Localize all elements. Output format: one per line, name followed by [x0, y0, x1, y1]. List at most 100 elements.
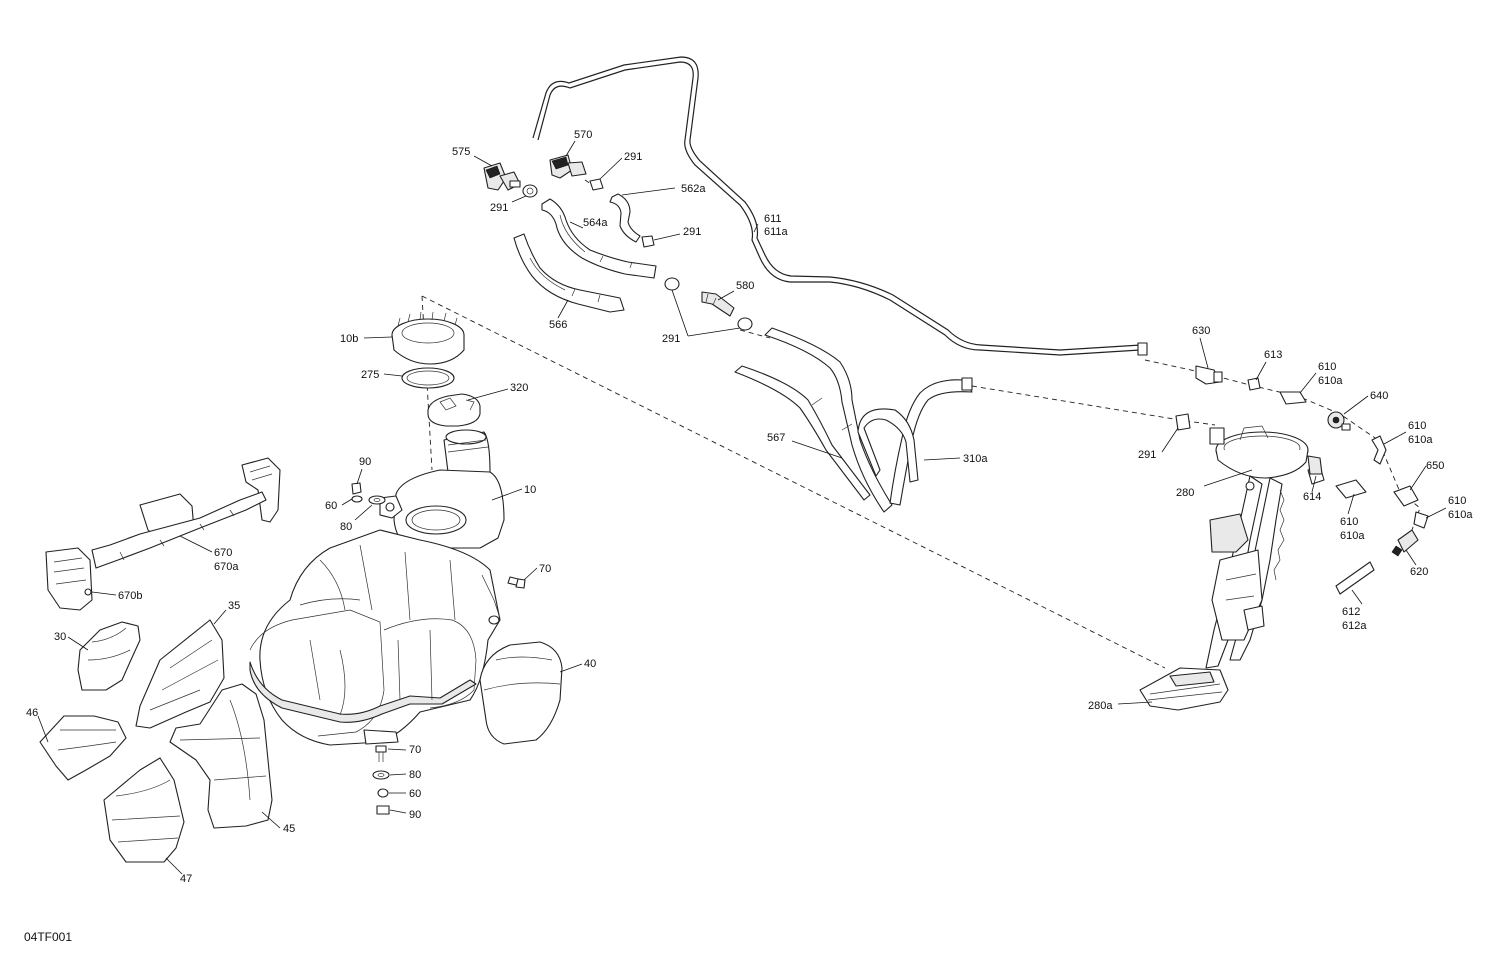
callout-291-b: 291	[490, 202, 508, 214]
fitting-610-a	[1279, 391, 1307, 405]
leader-lines	[37, 140, 1447, 875]
callout-640: 640	[1370, 390, 1388, 402]
callout-10: 10	[524, 484, 536, 496]
callout-564a: 564a	[583, 217, 608, 229]
callout-567: 567	[767, 432, 785, 444]
fastener-group-top	[351, 482, 386, 505]
heat-shield-30	[77, 621, 141, 691]
callout-291-a: 291	[624, 151, 642, 163]
callout-570: 570	[574, 129, 592, 141]
vent-line-end-fitting	[1137, 342, 1148, 356]
callout-310a: 310a	[963, 453, 988, 465]
clip-614	[1307, 455, 1323, 475]
hose-564a	[541, 198, 657, 279]
check-valve-640	[1327, 411, 1351, 431]
heat-shield-46	[39, 715, 127, 781]
callout-275: 275	[361, 369, 379, 381]
vent-line-611	[532, 56, 1148, 356]
callout-650: 650	[1426, 460, 1444, 472]
clamp-291-d	[664, 277, 753, 331]
callout-90-a: 90	[359, 456, 371, 468]
callout-610a-b: 610a	[1408, 434, 1433, 446]
callout-30: 30	[54, 631, 66, 643]
diagram-code: 04TF001	[24, 930, 72, 944]
hose-566	[513, 233, 625, 313]
fastener-stack-bottom	[372, 745, 390, 815]
bolt-70-top	[507, 576, 526, 589]
callout-90-b: 90	[409, 809, 421, 821]
callout-280: 280	[1176, 487, 1194, 499]
fuel-cap-320	[427, 393, 481, 427]
hose-610-c	[1335, 479, 1367, 499]
callout-10b: 10b	[340, 333, 358, 345]
callout-320: 320	[510, 382, 528, 394]
lock-ring-10b	[391, 311, 465, 365]
callout-613: 613	[1264, 349, 1282, 361]
callout-291-d: 291	[662, 333, 680, 345]
callout-70-b: 70	[409, 744, 421, 756]
callout-280a: 280a	[1088, 700, 1113, 712]
clamp-291-b	[589, 178, 604, 191]
callout-612a: 612a	[1342, 620, 1367, 632]
fuel-tank-10	[249, 429, 505, 746]
seal-275	[401, 367, 455, 389]
connector-575	[483, 162, 521, 191]
callout-620: 620	[1410, 566, 1428, 578]
filter-280a	[1139, 667, 1229, 711]
hose-612	[1335, 561, 1375, 595]
heat-shield-47	[103, 757, 185, 863]
tee-650	[1393, 485, 1419, 507]
callout-291-c: 291	[683, 226, 701, 238]
callout-566: 566	[549, 319, 567, 331]
callout-60-a: 60	[325, 500, 337, 512]
callout-610a-a: 610a	[1318, 375, 1343, 387]
callout-612: 612	[1342, 606, 1360, 618]
clamp-291-c	[641, 235, 655, 248]
hose-310a	[857, 377, 973, 506]
callout-610-d: 610	[1448, 495, 1466, 507]
callout-611a: 611a	[764, 226, 789, 238]
callout-575: 575	[452, 146, 470, 158]
callout-80-a: 80	[340, 521, 352, 533]
callout-610-a: 610	[1318, 361, 1336, 373]
clip-613	[1247, 377, 1261, 391]
filter-620	[1391, 529, 1419, 557]
callout-562a: 562a	[681, 183, 706, 195]
callout-291-e: 291	[1138, 449, 1156, 461]
assembly-dashed-lines	[421, 179, 1421, 669]
heat-shield-45	[169, 683, 273, 829]
cover-40	[479, 641, 563, 745]
callout-40: 40	[584, 658, 596, 670]
fitting-580	[701, 291, 735, 317]
elbow-610-d	[1413, 511, 1429, 529]
callout-670a: 670a	[214, 561, 239, 573]
callout-60-b: 60	[409, 788, 421, 800]
callout-47: 47	[180, 873, 192, 885]
clamp-291-e	[1175, 413, 1191, 431]
clamp-291-a	[522, 184, 538, 198]
connector-570	[549, 154, 587, 179]
callout-580: 580	[736, 280, 754, 292]
callout-610-b: 610	[1408, 420, 1426, 432]
callout-46: 46	[26, 707, 38, 719]
callout-80-b: 80	[409, 769, 421, 781]
callout-611: 611	[764, 213, 782, 225]
hose-562a	[609, 193, 641, 243]
valve-630	[1195, 365, 1223, 385]
callout-614: 614	[1303, 491, 1321, 503]
callout-labels: 575 570 291 291 562a 291 564a 611 611a 5…	[26, 129, 1473, 885]
heat-shield-35	[135, 619, 225, 729]
callout-45: 45	[283, 823, 295, 835]
callout-70-a: 70	[539, 563, 551, 575]
callout-610a-d: 610a	[1448, 509, 1473, 521]
callout-670: 670	[214, 547, 232, 559]
callout-630: 630	[1192, 325, 1210, 337]
callout-610a-c: 610a	[1340, 530, 1365, 542]
hose-567	[734, 327, 893, 513]
callout-35: 35	[228, 600, 240, 612]
callout-610-c: 610	[1340, 516, 1358, 528]
bracket-670	[45, 457, 281, 611]
hose-610-b	[1371, 435, 1387, 465]
callout-670b: 670b	[118, 590, 142, 602]
